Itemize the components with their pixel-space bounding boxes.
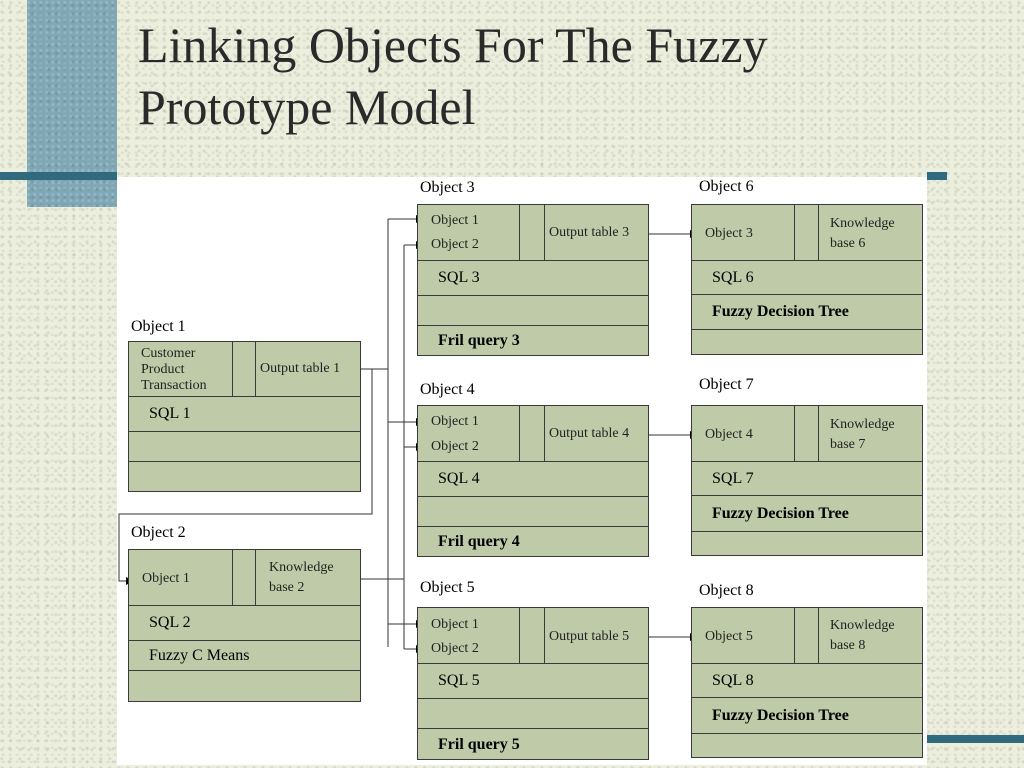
- object-2-box: Object 1 Knowledge base 2 SQL 2 Fuzzy C …: [128, 549, 361, 702]
- object-4-row-empty: [418, 497, 648, 527]
- object-6-kb-line-2: base 6: [830, 236, 866, 251]
- object-5-output: Output table 5: [549, 629, 630, 644]
- object-7-input-object-4: Object 4: [705, 427, 753, 442]
- object-6-row-sql: SQL 6: [692, 261, 922, 295]
- object-6-title: Object 6: [699, 178, 754, 195]
- connector-bus-to-o2: [118, 369, 373, 585]
- object-2-input-object-1: Object 1: [142, 571, 190, 586]
- object-1-header: Customer Product Transaction Output tabl…: [129, 342, 360, 397]
- object-5-row-sql: SQL 5: [418, 664, 648, 699]
- object-8-box: Object 5 Knowledge base 8 SQL 8 Fuzzy De…: [691, 607, 923, 758]
- object-3-divider: [519, 205, 545, 260]
- object-1-row-empty-1: [129, 432, 360, 462]
- object-1-inputs: Customer Product Transaction: [129, 342, 232, 396]
- object-3-input-object-1: Object 1: [431, 213, 479, 228]
- object-6-header: Object 3 Knowledge base 6: [692, 205, 922, 261]
- object-3-header: Object 1 Object 2 Output table 3: [418, 205, 648, 261]
- object-4-input-object-1: Object 1: [431, 414, 479, 429]
- object-8-row-empty: [692, 734, 922, 758]
- object-8-header: Object 5 Knowledge base 8: [692, 608, 922, 664]
- object-8-divider: [794, 608, 819, 663]
- accent-bar-bottom: [927, 735, 1024, 743]
- object-4-divider: [519, 406, 545, 461]
- object-8-input-object-5: Object 5: [705, 629, 753, 644]
- object-2-kb-line-1: Knowledge: [269, 560, 334, 575]
- object-3-row-empty: [418, 296, 648, 326]
- object-7-box: Object 4 Knowledge base 7 SQL 7 Fuzzy De…: [691, 405, 923, 556]
- object-4-title: Object 4: [420, 381, 475, 398]
- object-7-knowledge-base: Knowledge base 7: [830, 415, 895, 455]
- object-6-input-object-3: Object 3: [705, 226, 753, 241]
- object-1-divider: [232, 342, 256, 396]
- slide-title-line-1: Linking Objects For The Fuzzy: [138, 17, 768, 73]
- object-8-row-method: Fuzzy Decision Tree: [692, 698, 922, 734]
- object-7-row-method: Fuzzy Decision Tree: [692, 496, 922, 532]
- object-6-kb-line-1: Knowledge: [830, 216, 895, 231]
- object-7-header: Object 4 Knowledge base 7: [692, 406, 922, 462]
- object-7-row-sql: SQL 7: [692, 462, 922, 496]
- object-6-divider: [794, 205, 819, 260]
- object-4-row-fril: Fril query 4: [438, 533, 520, 550]
- object-3-row-sql: SQL 3: [418, 261, 648, 296]
- object-7-divider: [794, 406, 819, 461]
- object-2-inputs: Object 1: [129, 550, 232, 605]
- slide-title-line-2: Prototype Model: [138, 79, 476, 135]
- object-1-output: Output table 1: [260, 361, 341, 376]
- object-5-input-object-1: Object 1: [431, 617, 479, 632]
- object-5-box: Object 1 Object 2 Output table 5 SQL 5 F…: [417, 607, 649, 760]
- object-6-box: Object 3 Knowledge base 6 SQL 6 Fuzzy De…: [691, 204, 923, 355]
- object-1-input-product: Product: [141, 362, 185, 377]
- accent-bar-right: [927, 172, 947, 180]
- object-2-row-empty: [129, 671, 360, 702]
- object-1-row-sql: SQL 1: [129, 397, 360, 432]
- object-7-row-empty: [692, 532, 922, 556]
- object-6-row-method: Fuzzy Decision Tree: [692, 295, 922, 330]
- object-2-row-method: Fuzzy C Means: [129, 641, 360, 671]
- object-5-row-empty: [418, 699, 648, 729]
- object-8-title: Object 8: [699, 582, 754, 599]
- object-3-row-fril: Fril query 3: [438, 332, 520, 349]
- object-8-knowledge-base: Knowledge base 8: [830, 616, 895, 656]
- object-3-box: Object 1 Object 2 Output table 3 SQL 3 F…: [417, 204, 649, 356]
- object-1-input-transaction: Transaction: [141, 378, 207, 393]
- object-7-title: Object 7: [699, 376, 754, 393]
- object-1-box: Customer Product Transaction Output tabl…: [128, 341, 361, 492]
- object-6-knowledge-base: Knowledge base 6: [830, 214, 895, 254]
- object-2-row-sql: SQL 2: [129, 606, 360, 641]
- object-4-input-object-2: Object 2: [431, 439, 479, 454]
- object-6-row-empty: [692, 330, 922, 355]
- object-2-title: Object 2: [131, 524, 186, 541]
- object-5-title: Object 5: [420, 579, 475, 596]
- object-1-input-customer: Customer: [141, 346, 196, 361]
- object-4-box: Object 1 Object 2 Output table 4 SQL 4 F…: [417, 405, 649, 557]
- object-7-kb-line-2: base 7: [830, 437, 866, 452]
- object-3-input-object-2: Object 2: [431, 237, 479, 252]
- object-7-kb-line-1: Knowledge: [830, 417, 895, 432]
- object-2-kb-line-2: base 2: [269, 580, 305, 595]
- accent-bar-left: [0, 172, 117, 180]
- object-8-kb-line-2: base 8: [830, 638, 866, 653]
- object-1-row-empty-2: [129, 462, 360, 492]
- object-2-divider: [232, 550, 256, 605]
- object-5-row-fril: Fril query 5: [438, 735, 520, 753]
- object-2-header: Object 1 Knowledge base 2: [129, 550, 360, 606]
- slide-title: Linking Objects For The Fuzzy Prototype …: [138, 14, 998, 138]
- object-1-title: Object 1: [131, 318, 186, 335]
- diagram-canvas: Object 1 Customer Product Transaction Ou…: [117, 177, 927, 765]
- object-2-knowledge-base: Knowledge base 2: [269, 558, 334, 598]
- object-4-row-sql: SQL 4: [418, 462, 648, 497]
- object-5-input-object-2: Object 2: [431, 641, 479, 656]
- object-4-output: Output table 4: [549, 426, 630, 441]
- object-5-header: Object 1 Object 2 Output table 5: [418, 608, 648, 664]
- object-5-divider: [519, 608, 545, 663]
- connector-lines: [118, 215, 698, 653]
- object-3-output: Output table 3: [549, 225, 630, 240]
- object-4-header: Object 1 Object 2 Output table 4: [418, 406, 648, 462]
- object-8-row-sql: SQL 8: [692, 664, 922, 698]
- object-3-title: Object 3: [420, 179, 475, 196]
- object-8-kb-line-1: Knowledge: [830, 618, 895, 633]
